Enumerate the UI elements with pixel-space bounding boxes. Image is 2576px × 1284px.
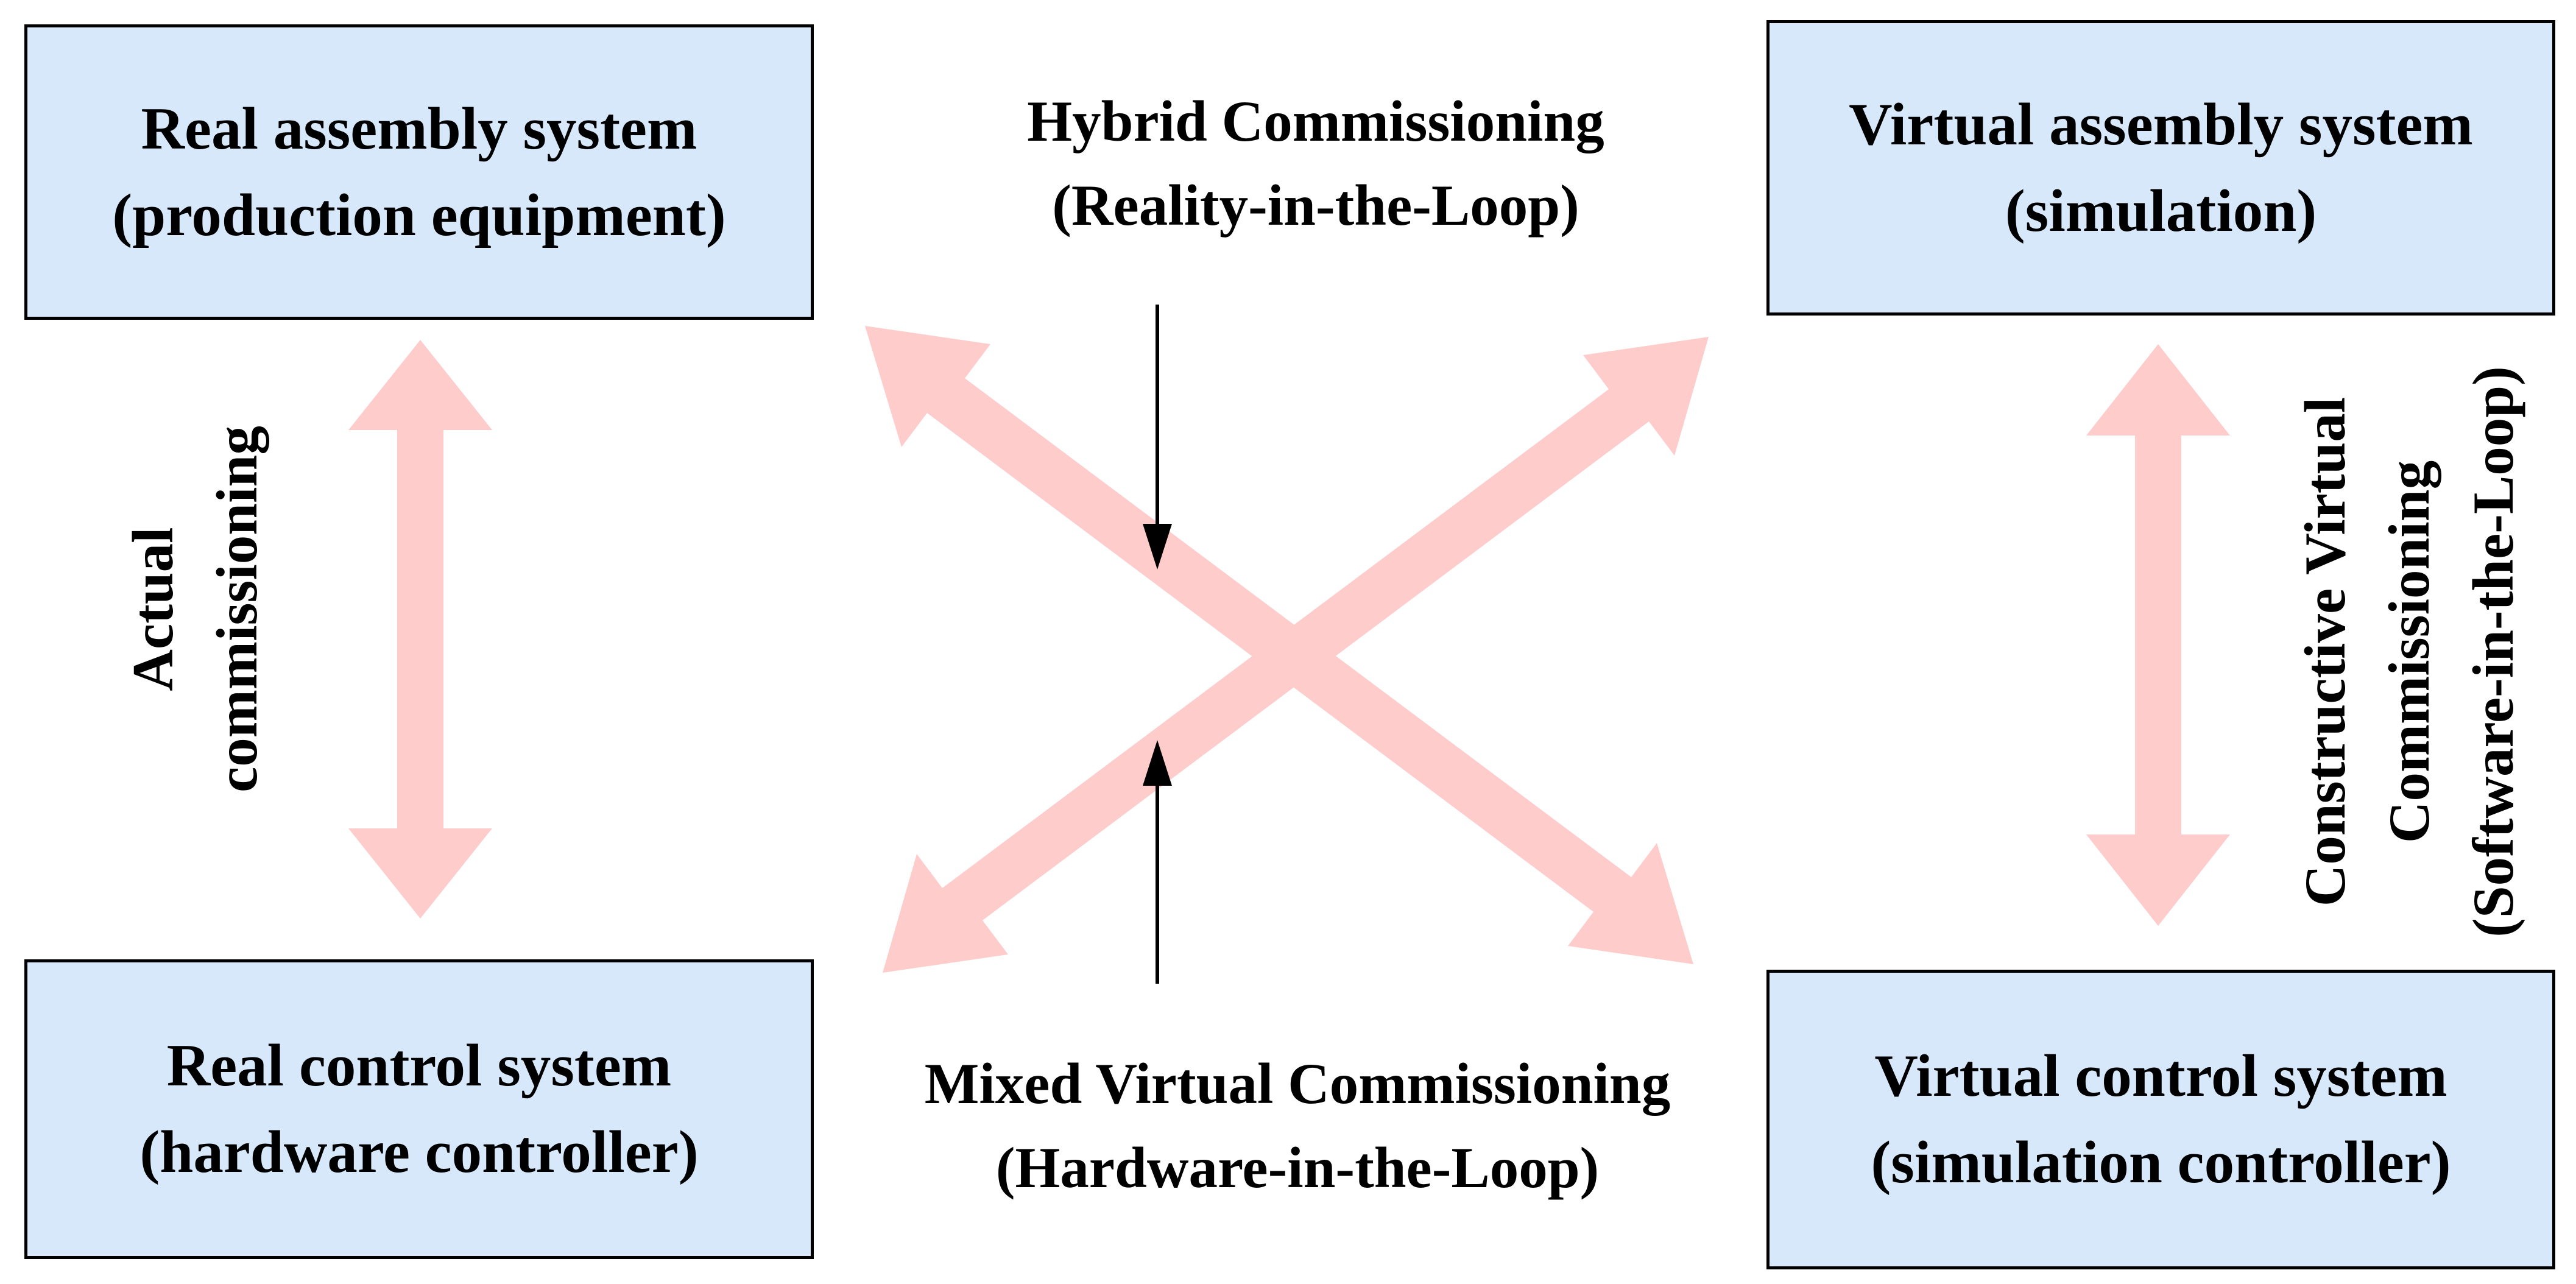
real-assembly-system-subtitle: (production equipment) bbox=[112, 182, 726, 249]
diagonal-arrow-virtual-assembly-to-real-control bbox=[883, 337, 1709, 973]
mixed-virtual-commissioning-subtitle: (Hardware-in-the-Loop) bbox=[995, 1135, 1600, 1200]
actual-commissioning-line2: commissioning bbox=[205, 426, 269, 792]
virtual-assembly-system-box: Virtual assembly system (simulation) bbox=[1766, 20, 2555, 316]
real-control-system-box: Real control system (hardware controller… bbox=[24, 959, 814, 1259]
hybrid-commissioning-subtitle: (Reality-in-the-Loop) bbox=[1052, 173, 1579, 238]
mixed-virtual-commissioning-label: Mixed Virtual Commissioning (Hardware-in… bbox=[810, 1042, 1785, 1210]
virtual-control-system-box: Virtual control system (simulation contr… bbox=[1766, 970, 2555, 1269]
real-assembly-system-box: Real assembly system (production equipme… bbox=[24, 24, 814, 320]
real-control-system-title: Real control system bbox=[166, 1032, 672, 1099]
mixed-virtual-commissioning-title: Mixed Virtual Commissioning bbox=[924, 1051, 1671, 1116]
real-control-system-subtitle: (hardware controller) bbox=[139, 1119, 699, 1185]
constructive-line3: (Software-in-the-Loop) bbox=[2461, 366, 2525, 937]
virtual-assembly-system-title: Virtual assembly system bbox=[1849, 91, 2473, 158]
actual-commissioning-arrow bbox=[348, 340, 492, 919]
virtual-control-system-title: Virtual control system bbox=[1874, 1043, 2447, 1109]
real-assembly-system-title: Real assembly system bbox=[141, 95, 697, 162]
virtual-assembly-system-subtitle: (simulation) bbox=[2005, 177, 2317, 244]
actual-commissioning-line1: Actual bbox=[121, 527, 185, 691]
hybrid-commissioning-label: Hybrid Commissioning (Reality-in-the-Loo… bbox=[859, 79, 1773, 247]
constructive-line2: Commissioning bbox=[2377, 460, 2441, 844]
mixed-pointer bbox=[1143, 740, 1172, 984]
constructive-commissioning-arrow bbox=[2086, 344, 2230, 926]
hybrid-commissioning-title: Hybrid Commissioning bbox=[1027, 89, 1604, 153]
virtual-control-system-subtitle: (simulation controller) bbox=[1871, 1129, 2451, 1196]
constructive-line1: Constructive Virtual bbox=[2293, 397, 2357, 907]
hybrid-pointer bbox=[1143, 305, 1172, 570]
